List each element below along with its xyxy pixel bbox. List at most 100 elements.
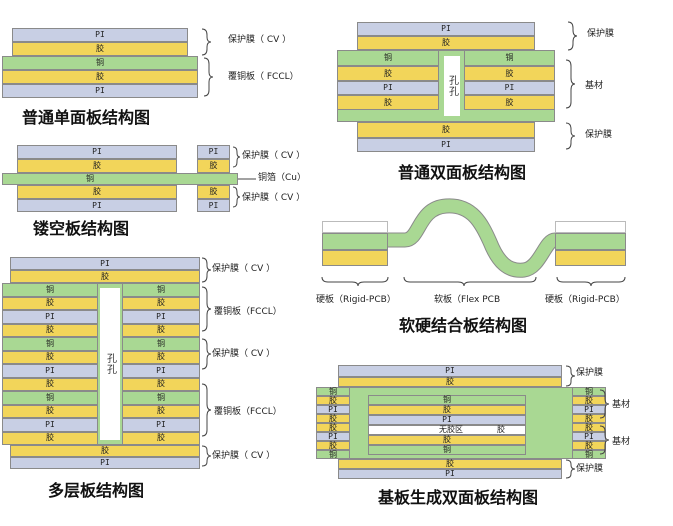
layer-pi: PI bbox=[17, 199, 177, 212]
rigid-board-top-layer bbox=[322, 221, 388, 233]
brace bbox=[201, 257, 212, 283]
rigid-board-core bbox=[322, 233, 388, 250]
brace bbox=[599, 425, 610, 455]
layer-pi: PI bbox=[17, 145, 177, 159]
annotation-coverlay: 保护膜（ CV ） bbox=[212, 451, 276, 461]
layer-copper: 铜 bbox=[368, 445, 526, 455]
layer-pi: PI bbox=[357, 138, 535, 152]
brace bbox=[556, 276, 626, 287]
layer-pi: PI bbox=[357, 22, 535, 36]
layer-glue: 胶 bbox=[572, 414, 606, 423]
annotation-substrate: 基材 bbox=[585, 81, 604, 91]
brace bbox=[232, 186, 241, 208]
layer-glue: 胶 bbox=[464, 66, 555, 81]
layer-label: 铜 bbox=[585, 449, 593, 459]
layer-glue: 胶 bbox=[572, 423, 606, 432]
layer-copper: 铜 bbox=[572, 450, 606, 459]
layer-label: 铜 bbox=[443, 445, 451, 454]
brace bbox=[201, 286, 212, 332]
layer-copper: 铜 bbox=[464, 50, 555, 66]
layer-pi: PI bbox=[338, 365, 562, 377]
layer-copper: 铜 bbox=[2, 283, 98, 297]
brace bbox=[201, 28, 212, 56]
layer-label: 胶 bbox=[329, 395, 337, 405]
brace bbox=[565, 365, 576, 387]
annotation-copper-foil: 铜箔（Cu） bbox=[258, 173, 306, 183]
layer-copper: 铜 bbox=[122, 283, 200, 297]
layer-label: 铜 bbox=[329, 386, 337, 396]
layer-label: 胶 bbox=[443, 435, 451, 444]
layer-pi: PI bbox=[337, 81, 439, 95]
layer-label: 铜 bbox=[157, 392, 165, 402]
brace bbox=[567, 21, 578, 51]
layer-label: 铜 bbox=[157, 284, 165, 294]
layer-pi: PI bbox=[197, 145, 230, 159]
layer-label: 胶 bbox=[46, 298, 54, 308]
annotation-coverlay: 保护膜（ CV ） bbox=[212, 264, 276, 274]
layer-copper: 铜 bbox=[572, 387, 606, 396]
layer-copper: 铜 bbox=[316, 387, 350, 396]
layer-label: 胶 bbox=[46, 406, 54, 416]
layer-pi: PI bbox=[464, 81, 555, 95]
brace bbox=[201, 338, 212, 370]
layer-copper: 铜 bbox=[337, 50, 439, 66]
annotation-coverlay: 保护膜 bbox=[576, 368, 604, 378]
layer-label: 胶 bbox=[585, 440, 593, 450]
annotation-coverlay: 保护膜（ CV ） bbox=[242, 151, 306, 161]
layer-glue: 胶 bbox=[122, 377, 200, 391]
layer-label: PI bbox=[156, 311, 166, 321]
layer-glue: 胶 bbox=[2, 404, 98, 418]
layer-copper: 铜 bbox=[2, 337, 98, 351]
layer-glue: 胶 bbox=[17, 159, 177, 173]
layer-label: PI bbox=[156, 365, 166, 375]
layer-glue: 胶 bbox=[464, 95, 555, 110]
layer-glue: 胶 bbox=[316, 396, 350, 405]
layer-label: PI bbox=[442, 415, 452, 424]
layer-label: 胶 bbox=[46, 352, 54, 362]
layer-glue: 胶 bbox=[122, 404, 200, 418]
annotation-coverlay: 保护膜 bbox=[587, 29, 615, 39]
layer-label: PI bbox=[328, 404, 338, 414]
annotation-coverlay: 保护膜 bbox=[576, 464, 604, 474]
layer-label: 铜 bbox=[443, 395, 451, 404]
layer-label: PI bbox=[45, 365, 55, 375]
brace bbox=[321, 276, 389, 287]
layer-pi: PI bbox=[10, 457, 200, 469]
layer-label: 铜 bbox=[585, 386, 593, 396]
diagram-title: 普通单面板结构图 bbox=[22, 108, 151, 127]
layer-glue: 胶 bbox=[12, 42, 188, 56]
layer-label: 胶 bbox=[443, 405, 451, 414]
layer-glue: 胶 bbox=[357, 122, 535, 138]
layer-label: PI bbox=[584, 431, 594, 441]
layer-copper: 铜 bbox=[316, 450, 350, 459]
layer-label: 铜 bbox=[329, 449, 337, 459]
layer-glue: 胶 bbox=[2, 431, 98, 445]
brace bbox=[599, 389, 610, 419]
rigid-board-core bbox=[555, 233, 626, 250]
layer-copper: 铜 bbox=[122, 391, 200, 405]
annotation-coverlay: 保护膜 bbox=[585, 130, 613, 140]
layer-glue: 胶 bbox=[2, 70, 198, 84]
rigid-board-bottom-layer bbox=[555, 250, 626, 266]
layer-copper: 铜 bbox=[2, 56, 198, 70]
layer-copper: 铜 bbox=[122, 337, 200, 351]
layer-glue: 胶 bbox=[2, 350, 98, 364]
layer-pi: PI bbox=[12, 28, 188, 42]
layer-label: 胶 bbox=[585, 395, 593, 405]
brace bbox=[203, 57, 214, 97]
layer-label: 胶 bbox=[157, 379, 165, 389]
diagram-title: 基板生成双面板结构图 bbox=[378, 488, 539, 507]
layer-glue: 胶 bbox=[2, 296, 98, 310]
layer-label: 胶 bbox=[497, 425, 505, 434]
brace bbox=[565, 459, 576, 479]
layer-label: 胶 bbox=[46, 325, 54, 335]
layer-label: 胶 bbox=[157, 298, 165, 308]
diagram-title: 镂空板结构图 bbox=[33, 219, 130, 238]
label-rigid-pcb-left: 硬板（Rigid-PCB） bbox=[316, 295, 396, 305]
layer-label: 胶 bbox=[157, 325, 165, 335]
layer-pi: PI bbox=[2, 84, 198, 98]
layer-label: 胶 bbox=[46, 379, 54, 389]
layer-label: PI bbox=[45, 419, 55, 429]
layer-pi: PI bbox=[122, 364, 200, 378]
